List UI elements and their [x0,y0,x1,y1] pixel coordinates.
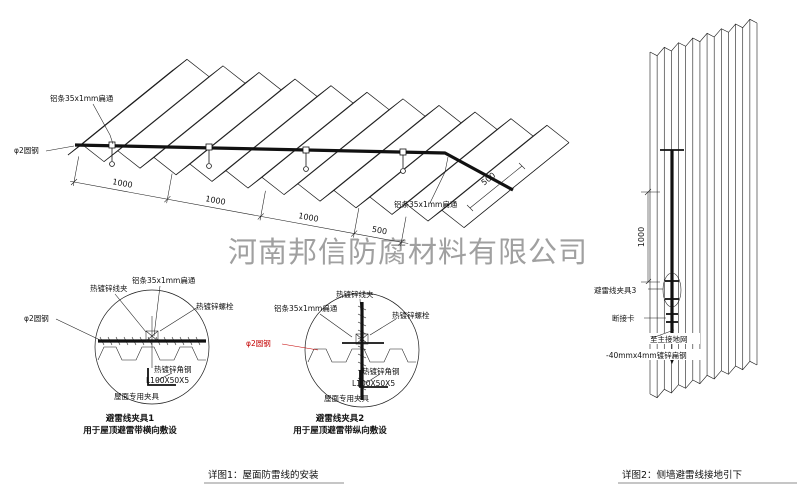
clamp-cross [355,333,369,345]
detail2-label-bolt: 热镀锌螺栓 [392,310,430,320]
label-bg [604,349,702,360]
detail1-label-angle-size: L100X50X5 [146,376,189,385]
wall-label-clamp3: 避雷线夹具3 [594,285,636,295]
dim-tick [466,204,474,212]
wire-clamp-2 [205,143,213,169]
roof-side-dim-line [469,165,523,209]
wall-dimension: 1000 [637,188,660,286]
caption-detail1: 详图1：屋面防雷线的安装 [208,469,319,481]
leader-line [429,156,449,204]
leader-line [45,145,75,152]
detail-circle-1 [55,285,210,405]
detail-1-balloon [94,289,210,405]
detail2-label-fixture: 屋面专用夹具 [324,393,369,403]
detail2-label-strip: 铝条35x1mm扁通 [274,303,338,313]
wall-labels: 避雷线夹具3 断接卡 至主接地网 -40mmx4mm镀锌扁钢 [592,284,702,360]
leader-line [359,298,363,331]
roof-corrugated-sheet [67,58,570,228]
wall-label-to-ground: 至主接地网 [650,334,688,344]
detail2-title: 避雷线夹具2 [316,413,365,424]
sheet-profile [97,346,206,361]
detail1-label-rod: φ2圆钢 [24,313,49,323]
detail1-subtitle: 用于屋顶避雷带横向敷设 [82,425,177,436]
wall-dim-1000: 1000 [637,227,646,247]
detail2-label-clamp: 热镀锌线夹 [336,289,374,299]
clamp3-balloon [662,272,682,308]
leader-line [155,372,173,382]
detail2-label-rod: φ2圆钢 [246,338,271,348]
roof-dimension-chain [70,156,409,247]
detail1-label-fixture: 屋面专用夹具 [114,391,159,401]
leader-line [369,318,397,336]
dim-tick [518,162,526,170]
wall-label-disconnect: 断接卡 [612,313,635,323]
detail1-label-strip: 铝条35x1mm扁通 [132,275,196,285]
lightning-wire-line [74,143,514,192]
leader-line-red [281,343,319,351]
leader-line [651,329,675,339]
leader-line [92,103,114,145]
detail2-label-angle: 热镀锌角钢 [362,366,400,376]
roof-label-aluminum-strip-right: 铝条35x1mm扁通 [394,199,458,209]
angle-steel [147,368,176,386]
leader-line [365,373,381,384]
wire-clamp-3 [302,146,310,172]
detail1-label-angle: 热镀锌角钢 [154,364,192,374]
wall-downlead [660,149,684,364]
wall-label-flat-steel: -40mmx4mm镀锌扁钢 [606,350,687,360]
clamp-cross [145,330,159,342]
wire-clamp-4 [399,148,407,174]
leader-line [159,306,199,332]
roof-label-round-steel: φ2圆钢 [14,145,39,155]
detail1-title: 避雷线夹具1 [106,413,155,424]
label-bg [592,284,648,295]
roof-dim-1000-b: 1000 [205,194,227,207]
leader-line [153,285,161,337]
leader-line [55,318,101,341]
label-bg [610,312,644,323]
detail2-subtitle: 用于屋顶避雷带纵向敷设 [292,425,387,436]
detail1-label-bolt: 热镀锌螺栓 [196,301,234,311]
dim-tick [644,188,652,196]
detail-2-balloon [304,292,420,408]
clamp-body [145,330,159,342]
company-watermark: 河南邦信防腐材料有限公司 [228,236,588,269]
detail2-label-angle-size: L100X50X5 [352,379,395,388]
caption-detail2: 详图2：侧墙避雷线接地引下 [622,469,742,481]
leader-line [114,293,147,333]
lightning-wire [74,143,514,192]
roof-dim-1000-c: 1000 [298,211,320,224]
detail1-label-clamp: 热镀锌线夹 [90,283,128,293]
leader-line [319,313,353,338]
angle-steel [359,370,388,388]
detail-circle-2 [281,292,420,408]
roof-label-aluminum-strip-left: 铝条35x1mm扁通 [50,93,114,103]
clamp-body [355,333,369,345]
roof-dim-500: 500 [371,225,388,237]
label-bg [648,333,700,344]
wire-clamp-1 [108,141,116,167]
roof-dim-1000-a: 1000 [112,177,134,190]
